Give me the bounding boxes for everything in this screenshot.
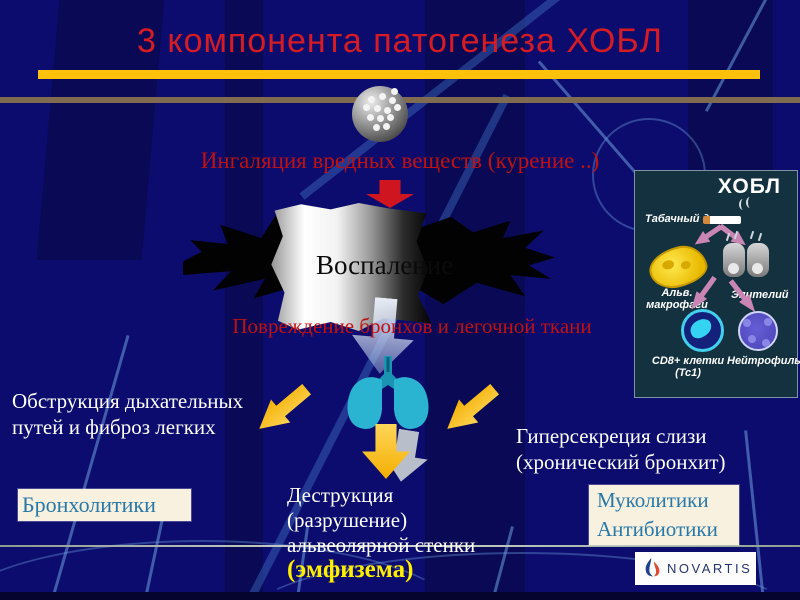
gradient-banner: [271, 203, 432, 331]
irritation-mark-icon: [757, 232, 763, 242]
macrophage-icon: [645, 240, 711, 294]
footer-divider: [0, 545, 800, 547]
obstruction-label: Обструкция дыхательных путей и фиброз ле…: [12, 388, 243, 440]
cd8-label-line2: (Tc1): [675, 367, 701, 379]
mucolytics-line2: Антибиотики: [597, 517, 718, 541]
macrophage-label-line1: Альв.: [661, 287, 693, 299]
epithelium-cell-icon: [723, 243, 745, 277]
destruction-line2: (разрушение): [287, 508, 408, 532]
lungs-icon: [338, 356, 438, 436]
background-pillar: [688, 0, 773, 170]
inflammation-label: Воспаление: [316, 250, 454, 280]
novartis-logo: NOVARTIS: [635, 552, 756, 585]
mucolytics-line1: Муколитики: [597, 488, 709, 512]
smoke-icon: [739, 199, 747, 210]
destruction-line1: Деструкция: [287, 483, 394, 507]
destruction-line3: альвеолярной стенки: [287, 533, 476, 557]
neutrophils-label: Нейтрофилы: [727, 355, 800, 367]
destruction-label: Деструкция (разрушение) альвеолярной сте…: [287, 483, 475, 558]
neutrophil-cell-icon: [738, 311, 778, 351]
emphysema-label: (эмфизема): [287, 556, 414, 583]
irritation-mark-icon: [725, 232, 731, 242]
hypersecretion-label: Гиперсекреция слизи (хронический бронхит…: [516, 423, 725, 475]
title-underline: [38, 70, 760, 79]
bronchodilators-box: Бронхолитики: [18, 489, 191, 521]
epithelium-cell-icon: [747, 243, 769, 277]
panel-title: ХОБЛ: [717, 175, 781, 198]
irritation-mark-icon: [749, 230, 755, 240]
hypersecretion-line2: (хронический бронхит): [516, 450, 726, 474]
bottom-edge: [0, 592, 800, 600]
copd-pathology-panel: ХОБЛ Табачный дым Альв. макрофаги Эпител…: [634, 170, 800, 398]
pink-arrow-icon: [691, 221, 725, 250]
obstruction-line2: путей и фиброз легких: [12, 415, 216, 439]
particle-ball-icon: [352, 86, 408, 142]
damage-label: Повреждение бронхов и легочной ткани: [232, 314, 592, 338]
mucolytics-box: Муколитики Антибиотики: [589, 485, 739, 545]
background-arc: [240, 552, 800, 600]
hypersecretion-line1: Гиперсекреция слизи: [516, 424, 707, 448]
novartis-flame-icon: [645, 558, 660, 577]
cd8-label-line1: CD8+ клетки: [651, 355, 725, 367]
cd8-label: CD8+ клетки (Tc1): [645, 355, 731, 379]
slide-title: 3 компонента патогенеза ХОБЛ: [137, 22, 663, 60]
obstruction-line1: Обструкция дыхательных: [12, 389, 244, 413]
background-arc: [0, 540, 464, 600]
smoke-icon: [746, 197, 754, 208]
cigarette-icon: [703, 216, 741, 224]
red-down-arrow-icon: [366, 180, 414, 208]
cd8-cell-icon: [681, 309, 724, 352]
inhalation-label: Ингаляция вредных веществ (курение ..): [200, 148, 600, 173]
novartis-wordmark: NOVARTIS: [667, 561, 753, 576]
background-pillar: [225, 0, 263, 600]
